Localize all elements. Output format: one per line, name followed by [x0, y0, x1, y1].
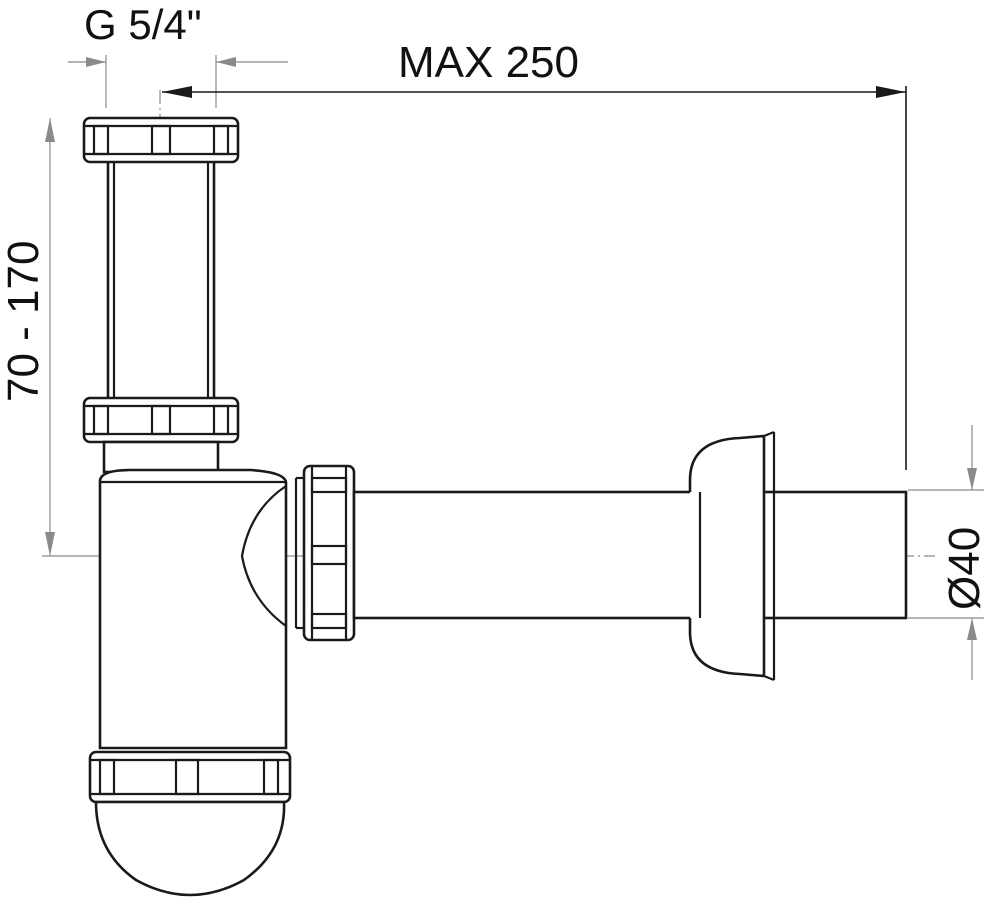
outlet-pipe: [352, 490, 908, 620]
top-nut: [82, 116, 240, 164]
max-length-label: MAX 250: [398, 38, 579, 87]
wall-rosette: [688, 430, 776, 682]
trap-neck: [102, 440, 220, 474]
bottom-cup: [94, 800, 286, 897]
thread-size-label: G 5/4": [84, 1, 202, 48]
height-arrow-bottom: [45, 532, 55, 556]
height-range-label: 70 - 170: [0, 240, 48, 402]
diameter-arrow-bottom: [967, 618, 977, 640]
max-length-arrow-left: [162, 86, 192, 98]
trap-outlet-curve: [240, 485, 287, 627]
trap-body-shell: [98, 468, 288, 750]
max-length-arrow-right: [876, 86, 906, 98]
middle-nut: [82, 396, 240, 444]
upper-pipe: [106, 158, 216, 402]
height-range-wrapper: 70 - 170: [0, 241, 163, 446]
rosette-body: [688, 434, 766, 678]
trap-body: [98, 468, 288, 750]
pipe-diameter-wrapper: Ø40: [940, 527, 987, 654]
thread-arrow-right: [216, 57, 236, 67]
pipe-diameter-label: Ø40: [940, 526, 987, 610]
diameter-arrow-top: [967, 468, 977, 490]
outlet-pipe-body: [352, 490, 908, 620]
upper-tailpiece: [106, 158, 216, 402]
thread-arrow-left: [86, 57, 106, 67]
height-arrow-top: [45, 118, 55, 142]
top-nut-body: [82, 116, 240, 164]
bottom-nut: [88, 750, 292, 804]
side-nut: [294, 464, 356, 642]
